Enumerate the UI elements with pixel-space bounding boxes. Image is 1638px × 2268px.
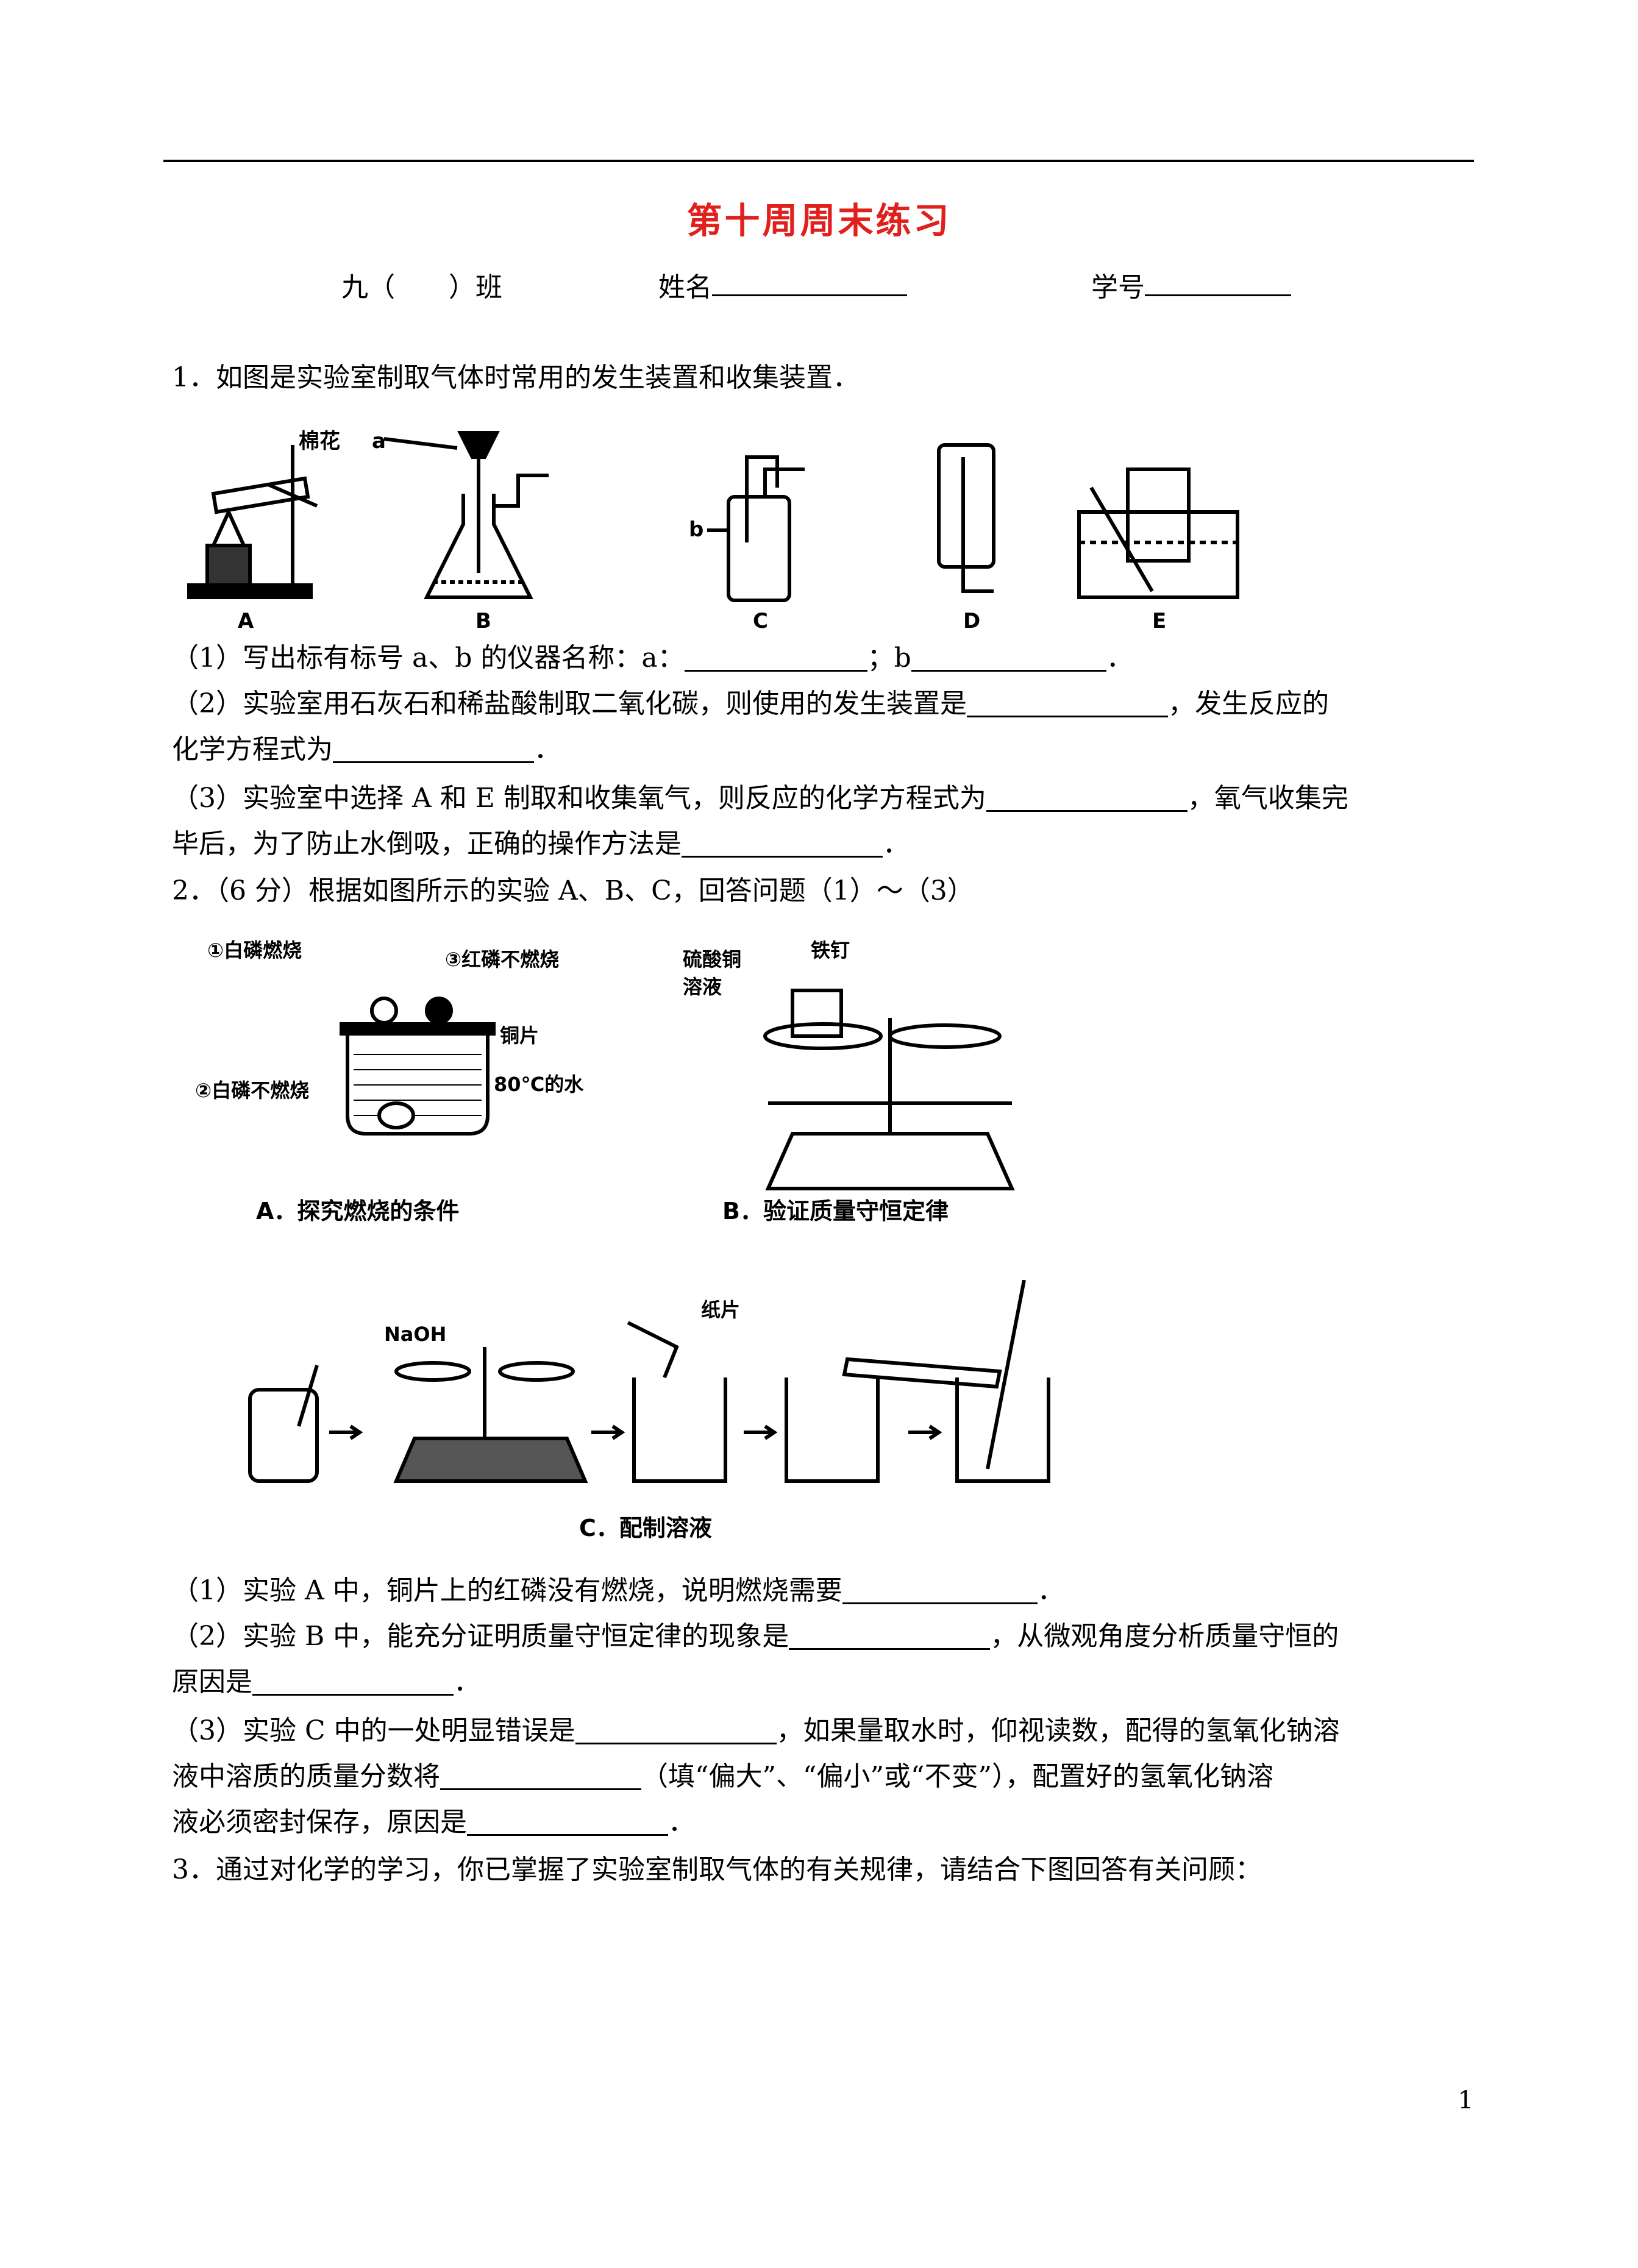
q2-part2-line1: （2）实验 B 中，能充分证明质量守恒定律的现象是，从微观角度分析质量守恒的	[172, 1621, 1339, 1652]
q2-figB-label3: 铁钉	[811, 939, 850, 962]
q2-answer-2b[interactable]	[252, 1667, 454, 1696]
q2-figC-paper-label: 纸片	[701, 1298, 740, 1321]
page-number: 1	[1458, 2086, 1473, 2114]
q2-figA-label3: ③红磷不燃烧	[445, 948, 559, 971]
class-label: 九（ ）班	[341, 272, 502, 303]
q1-part1: （1）写出标有标号 a、b 的仪器名称：a：；b．	[172, 642, 1133, 674]
name-field: 姓名	[658, 265, 907, 304]
header-rule	[163, 160, 1474, 162]
q2-answer-3b[interactable]	[440, 1761, 641, 1790]
q1-fig-label-C: C	[753, 609, 768, 633]
q1-fig-cotton-label: 棉花	[299, 429, 340, 453]
q2-figB-label1: 硫酸铜	[683, 948, 741, 971]
q2-answer-1[interactable]	[842, 1576, 1038, 1604]
q2-figB-label2: 溶液	[683, 975, 722, 998]
q2-figC-naoh-label: NaOH	[384, 1323, 446, 1346]
q1-fig-label-B: B	[475, 609, 491, 633]
q1-part3-line1: （3）实验室中选择 A 和 E 制取和收集氧气，则反应的化学方程式为，氧气收集完	[172, 783, 1348, 814]
q1-answer-a[interactable]	[684, 643, 867, 672]
q2-figA-label2: ②白磷不燃烧	[195, 1079, 309, 1102]
q2-part3-line2: 液中溶质的质量分数将（填“偏大”、“偏小”或“不变”），配置好的氢氧化钠溶	[172, 1761, 1273, 1792]
q2-figA-caption: A．探究燃烧的条件	[256, 1198, 459, 1225]
q3-stem: 3．通过对化学的学习，你已掌握了实验室制取气体的有关规律，请结合下图回答有关问顾…	[172, 1854, 1262, 1885]
name-blank[interactable]	[712, 270, 907, 296]
q2-answer-3c[interactable]	[467, 1807, 668, 1836]
q1-part2-line2: 化学方程式为．	[172, 734, 561, 765]
q1-fig-a-label: a	[372, 429, 386, 453]
q2-figA-label-copper: 铜片	[500, 1024, 539, 1047]
number-field: 学号	[1091, 265, 1291, 304]
q2-stem: 2．（6 分）根据如图所示的实验 A、B、C，回答问题（1）～（3）	[172, 875, 974, 906]
q1-part3-line2: 毕后，为了防止水倒吸，正确的操作方法是．	[172, 828, 910, 859]
q2-part3-line1: （3）实验 C 中的一处明显错误是，如果量取水时，仰视读数，配得的氢氧化钠溶	[172, 1715, 1340, 1746]
q2-figC-caption: C．配制溶液	[579, 1515, 712, 1541]
q2-answer-3a[interactable]	[575, 1716, 777, 1744]
q2-part1: （1）实验 A 中，铜片上的红磷没有燃烧，说明燃烧需要．	[172, 1575, 1064, 1606]
q1-fig-label-E: E	[1152, 609, 1166, 633]
q1-fig-b-label: b	[689, 517, 703, 542]
q2-figA-label-water: 80℃的水	[494, 1073, 584, 1096]
q2-part3-line3: 液必须密封保存，原因是．	[172, 1807, 695, 1838]
q1-apparatus-figure: 棉花 a b A B C D E	[187, 429, 1239, 633]
q1-fig-label-D: D	[963, 609, 980, 633]
q2-figA-label1: ①白磷燃烧	[207, 939, 302, 962]
q1-answer-2b[interactable]	[333, 734, 534, 763]
q2-figB-caption: B．验证质量守恒定律	[722, 1198, 949, 1225]
q2-answer-2a[interactable]	[789, 1621, 991, 1650]
q1-answer-3a[interactable]	[986, 783, 1188, 812]
q1-fig-label-A: A	[238, 609, 254, 633]
number-blank[interactable]	[1145, 270, 1291, 296]
q2-figure-AB: ①白磷燃烧 ③红磷不燃烧 铜片 ②白磷不燃烧 80℃的水 A．探究燃烧的条件 硫…	[195, 939, 1015, 1225]
q1-answer-2a[interactable]	[967, 689, 1168, 717]
name-label: 姓名	[658, 272, 712, 303]
number-label: 学号	[1091, 272, 1145, 303]
page-title: 第十周周末练习	[686, 200, 952, 241]
q2-part2-line2: 原因是．	[172, 1666, 480, 1697]
q1-answer-3b[interactable]	[682, 829, 883, 858]
q1-part2-line1: （2）实验室用石灰石和稀盐酸制取二氧化碳，则使用的发生装置是，发生反应的	[172, 688, 1329, 719]
q2-figure-C: NaOH 纸片 C．配制溶液	[248, 1280, 1050, 1541]
q1-stem: 1．如图是实验室制取气体时常用的发生装置和收集装置．	[172, 362, 860, 393]
q1-answer-b[interactable]	[911, 643, 1106, 672]
